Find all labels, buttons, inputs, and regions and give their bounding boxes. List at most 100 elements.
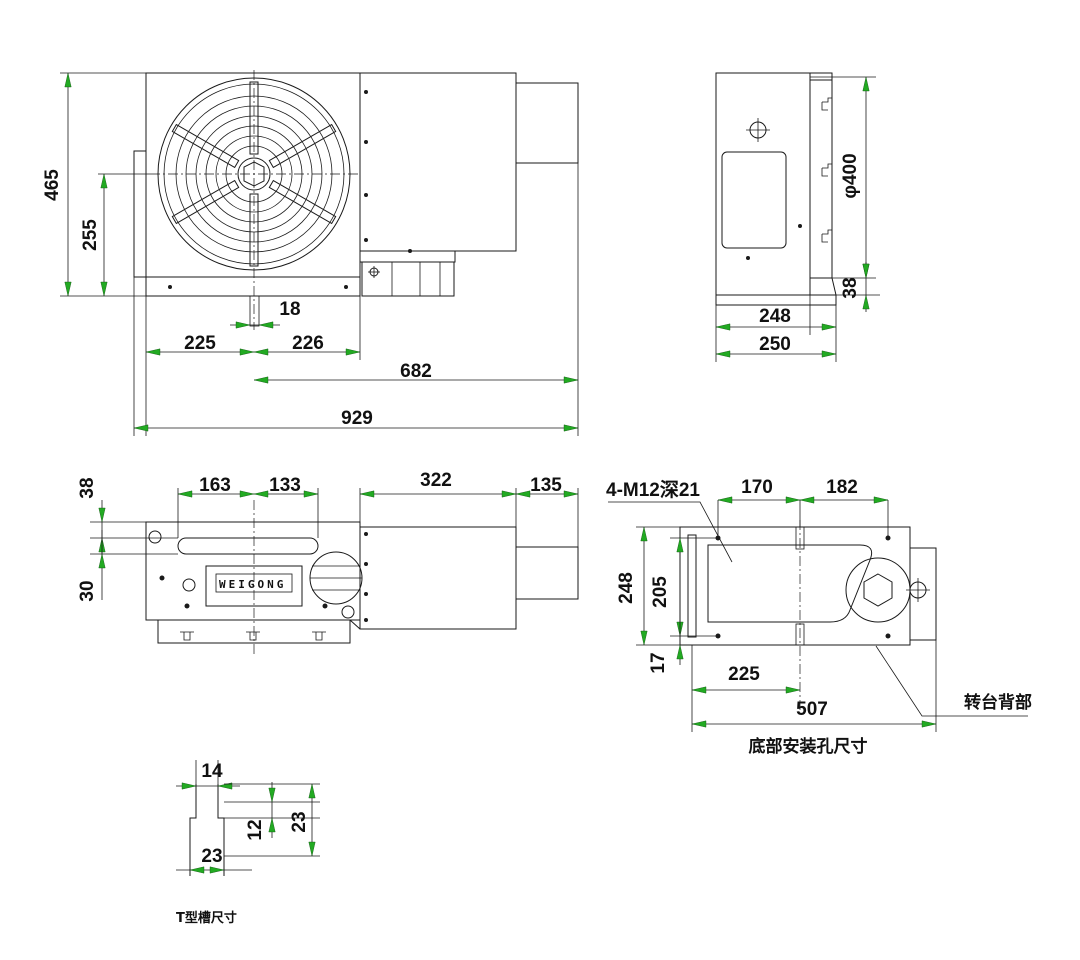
- top-tslot-marks: [180, 631, 326, 641]
- tslot-caption: T型槽尺寸: [176, 910, 237, 926]
- dim-arrow: [253, 348, 269, 356]
- front-motor-housing: [359, 72, 517, 252]
- dim-arrow: [676, 644, 684, 660]
- dim-23-depth-label: 23: [289, 811, 310, 832]
- dim-255-label: 255: [80, 219, 101, 251]
- dim-arrow: [64, 281, 72, 297]
- tslot-left-wall: [189, 784, 197, 876]
- front-motor-step: [360, 250, 456, 263]
- dim-507-label: 507: [796, 699, 828, 720]
- dim-arrow: [145, 348, 161, 356]
- dim-205-label: 205: [650, 576, 671, 608]
- brand-plate-text: WEIGONG: [219, 578, 286, 591]
- dim-arrow: [308, 783, 316, 799]
- top-motor-cap: [515, 546, 579, 600]
- dim-arrow: [717, 496, 733, 504]
- base-pocket: [707, 544, 873, 623]
- base-back-plate: [909, 547, 937, 641]
- dimension-lines: [60, 72, 937, 876]
- hole-spec-label: 4-M12深21: [606, 478, 700, 501]
- dim-arrow: [501, 490, 517, 498]
- leader-lines: [608, 501, 1028, 717]
- dim-arrow: [640, 630, 648, 646]
- dim-arrow: [189, 866, 205, 874]
- front-body: [145, 72, 361, 278]
- dim-133-label: 133: [269, 475, 301, 496]
- dim-arrow: [253, 490, 269, 498]
- base-boss-bore: [863, 573, 893, 607]
- spoke: [249, 81, 259, 155]
- front-base: [145, 276, 361, 297]
- dim-arrow: [133, 424, 149, 432]
- spoke: [249, 193, 259, 267]
- dim-arrow: [799, 496, 815, 504]
- front-lower-housing: [361, 261, 455, 297]
- side-table-plate: [809, 79, 833, 279]
- dim-arrow: [821, 350, 837, 358]
- rotary-table-hub: [237, 157, 271, 191]
- dim-135-label: 135: [530, 475, 562, 496]
- dim-929-label: 929: [341, 408, 373, 429]
- dim-arrow: [563, 490, 579, 498]
- dim-400-label: φ400: [840, 153, 861, 198]
- dim-arrow: [691, 686, 707, 694]
- dim-38-top-label: 38: [77, 477, 98, 498]
- side-base: [715, 294, 837, 306]
- dim-arrow: [268, 817, 276, 833]
- brand-plate: [205, 565, 303, 607]
- dim-arrow: [235, 321, 251, 329]
- dim-arrow: [785, 496, 801, 504]
- dim-arrow: [345, 348, 361, 356]
- dim-248-base-label: 248: [616, 572, 637, 604]
- dim-arrow: [921, 720, 937, 728]
- dim-465-label: 465: [42, 169, 63, 201]
- dim-arrow: [640, 526, 648, 542]
- dim-arrow: [100, 173, 108, 189]
- dim-322-label: 322: [420, 470, 452, 491]
- dim-38-side-label: 38: [840, 277, 861, 298]
- dim-arrow: [715, 323, 731, 331]
- dim-arrow: [303, 490, 319, 498]
- side-tslot-marks: [821, 97, 832, 243]
- dim-arrow: [209, 866, 225, 874]
- top-view: WEIGONG: [145, 500, 579, 655]
- dim-arrow: [98, 507, 106, 523]
- dim-225-base-label: 225: [728, 664, 760, 685]
- side-body: [715, 72, 811, 296]
- base-caption: 底部安装孔尺寸: [749, 736, 868, 757]
- spoke: [268, 123, 337, 169]
- front-motor-cap: [515, 82, 579, 164]
- dim-arrow: [821, 323, 837, 331]
- side-window: [721, 151, 787, 249]
- dim-arrow: [258, 321, 274, 329]
- dim-arrow: [181, 782, 197, 790]
- dim-arrow: [359, 490, 375, 498]
- dim-250-label: 250: [759, 334, 791, 355]
- dim-arrow: [873, 496, 889, 504]
- dim-14-label: 14: [201, 761, 223, 782]
- dim-arrow: [563, 424, 579, 432]
- side-view: [715, 72, 837, 306]
- dim-17-label: 17: [648, 652, 669, 673]
- dim-arrow: [862, 263, 870, 279]
- dim-arrow: [64, 72, 72, 88]
- dim-248-label: 248: [759, 306, 791, 327]
- spoke: [171, 179, 240, 225]
- front-view: [133, 70, 579, 330]
- base-view: [679, 520, 937, 710]
- dim-arrow: [308, 841, 316, 857]
- dim-arrow: [177, 490, 193, 498]
- dim-arrow: [515, 490, 531, 498]
- dim-23-width-label: 23: [201, 846, 222, 867]
- spoke: [268, 179, 337, 225]
- back-label: 转台背部: [964, 692, 1032, 713]
- top-slot: [177, 537, 319, 555]
- dim-30-label: 30: [77, 580, 98, 601]
- front-side-plate: [133, 150, 147, 278]
- dim-arrow: [676, 537, 684, 553]
- dim-arrow: [862, 294, 870, 310]
- dim-arrow: [100, 281, 108, 297]
- dim-225-label: 225: [184, 333, 216, 354]
- dim-12-label: 12: [245, 819, 266, 840]
